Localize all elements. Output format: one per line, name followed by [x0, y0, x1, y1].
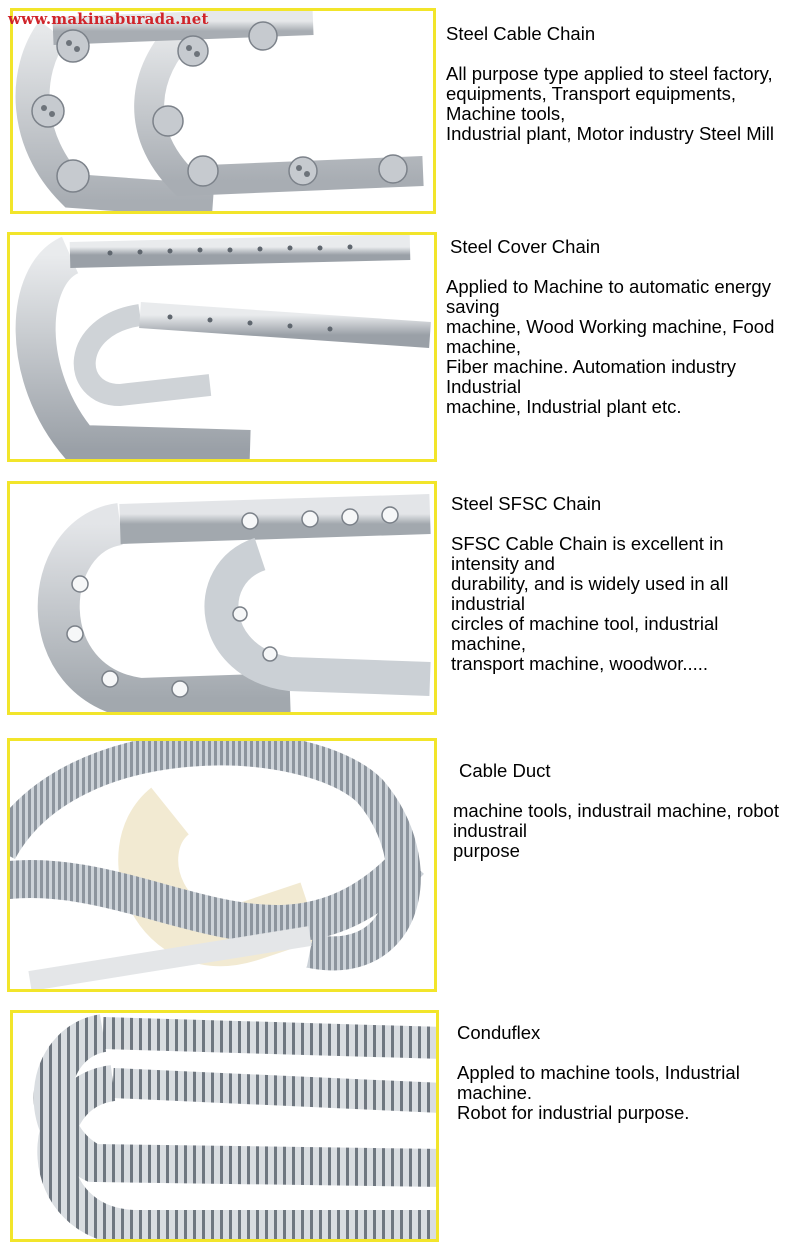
product-description-line: machine, Wood Working machine, Food mach…	[446, 316, 775, 357]
product-description-line: SFSC Cable Chain is excellent in intensi…	[451, 533, 724, 574]
product-description-line: equipments, Transport equipments, Machin…	[446, 83, 736, 124]
steel-cable-chain-text: Steel Cable Chain All purpose type appli…	[446, 24, 786, 144]
product-description-line: Applied to Machine to automatic energy s…	[446, 276, 771, 317]
product-description-line: Industrial plant, Motor industry Steel M…	[446, 123, 774, 144]
product-description-line: circles of machine tool, industrial mach…	[451, 613, 719, 654]
product-title: Steel SFSC Chain	[451, 493, 602, 514]
steel-sfsc-chain-text: Steel SFSC Chain SFSC Cable Chain is exc…	[451, 494, 791, 674]
steel-sfsc-chain-image	[7, 481, 437, 715]
steel-cover-chain-image	[7, 232, 437, 462]
steel-cable-chain-image	[10, 8, 436, 214]
product-title: Steel Cable Chain	[446, 23, 596, 44]
conduflex-text: Conduflex Appled to machine tools, Indus…	[457, 1023, 797, 1123]
product-description-line: machine, Industrial plant etc.	[446, 396, 682, 417]
product-description-line: Fiber machine. Automation industry Indus…	[446, 356, 736, 397]
product-description-line: Robot for industrial purpose.	[457, 1102, 690, 1123]
cable-duct-text: Cable Duct machine tools, industrail mac…	[453, 761, 793, 861]
site-watermark: www.makinaburada.net	[8, 10, 209, 28]
product-description-line: durability, and is widely used in all in…	[451, 573, 729, 614]
conduflex-image	[10, 1010, 439, 1242]
product-title: Conduflex	[457, 1022, 541, 1043]
product-description-line: purpose	[453, 840, 520, 861]
product-description-line: All purpose type applied to steel factor…	[446, 63, 773, 84]
steel-cover-chain-text: Steel Cover Chain Applied to Machine to …	[446, 237, 786, 417]
product-description-line: transport machine, woodwor.....	[451, 653, 709, 674]
product-title: Cable Duct	[459, 760, 551, 781]
product-title: Steel Cover Chain	[450, 236, 601, 257]
product-description-line: Appled to machine tools, Industrial mach…	[457, 1062, 740, 1103]
product-description-line: machine tools, industrail machine, robot…	[453, 800, 779, 841]
cable-duct-image	[7, 738, 437, 992]
